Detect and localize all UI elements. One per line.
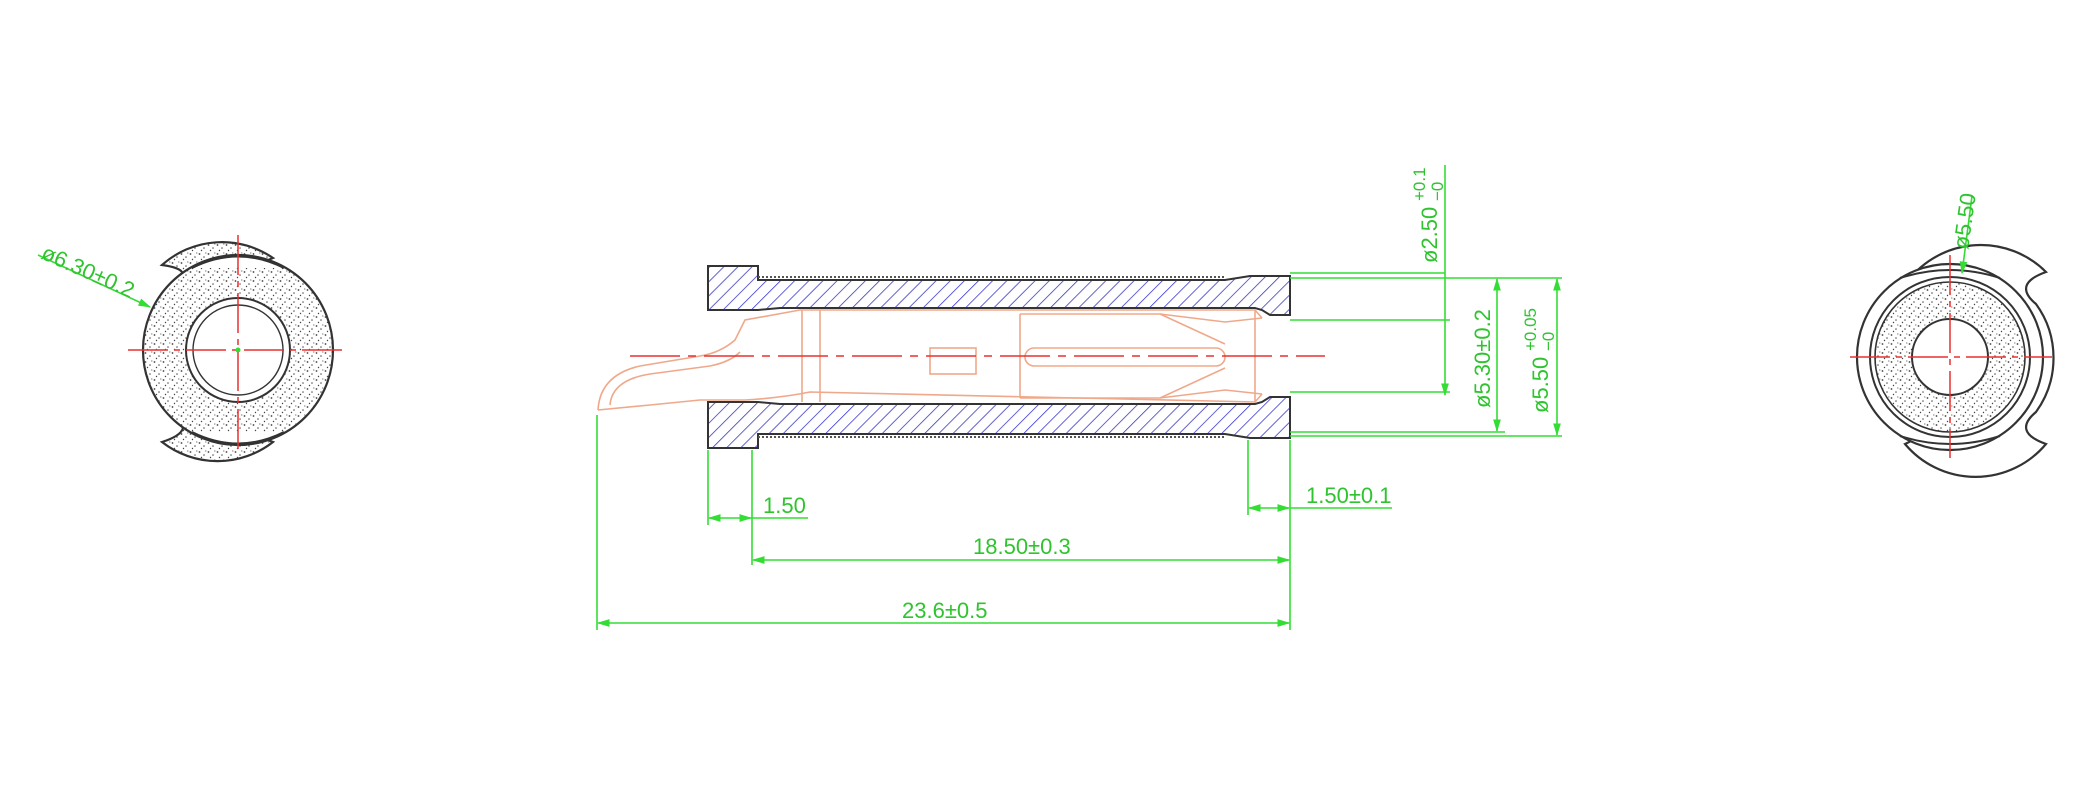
dim-text-overall: 23.6±0.5 bbox=[902, 598, 987, 623]
contact-spring-finger-top bbox=[1020, 313, 1263, 323]
dim-text-inner-diameter: ø5.30±0.2 bbox=[1470, 309, 1495, 408]
contact-tail-inner bbox=[609, 351, 741, 406]
inner-contact bbox=[597, 309, 1263, 411]
contact-taper-top bbox=[1159, 313, 1226, 345]
dimensions: 1.50 1.50±0.1 18.50±0.3 23.6±0.5 ø2.50 +… bbox=[596, 165, 1562, 630]
section-view bbox=[597, 265, 1325, 449]
dim-text-outer-diameter-tol-upper: +0.05 bbox=[1521, 308, 1540, 351]
dim-text-tip: 1.50±0.1 bbox=[1306, 483, 1391, 508]
sleeve-top-wall bbox=[707, 265, 1291, 316]
left-view-diameter-label: ø6.30±0.2 bbox=[38, 240, 139, 303]
dim-group-outer-diameter: ø5.50 +0.05 −0 bbox=[1521, 308, 1558, 413]
contact-taper-bottom bbox=[1159, 367, 1226, 399]
dim-text-body: 18.50±0.3 bbox=[973, 534, 1071, 559]
right-end-view: ø5.50 bbox=[1850, 191, 2055, 478]
contact-slot bbox=[1024, 347, 1226, 367]
left-end-view: ø6.30±0.2 bbox=[37, 235, 348, 463]
contact-tail bbox=[597, 309, 1263, 411]
dim-text-pin-hole-tol-upper: +0.1 bbox=[1410, 167, 1429, 201]
dim-text-flange: 1.50 bbox=[763, 493, 806, 518]
dim-text-outer-diameter: ø5.50 bbox=[1528, 357, 1553, 413]
left-view-diameter-leader bbox=[37, 254, 152, 308]
sleeve-bottom-wall bbox=[707, 396, 1291, 449]
dim-text-outer-diameter-tol-lower: −0 bbox=[1539, 332, 1558, 351]
dim-text-pin-hole-tol-lower: −0 bbox=[1428, 182, 1447, 201]
contact-spring-finger-bottom bbox=[1020, 389, 1263, 399]
contact-tail-lower bbox=[597, 391, 1263, 411]
right-view-diameter-label: ø5.50 bbox=[1948, 191, 1981, 250]
dim-group-pin-hole: ø2.50 +0.1 −0 bbox=[1410, 167, 1447, 263]
contact-window bbox=[929, 347, 977, 375]
right-view-diameter-leader bbox=[1959, 195, 1973, 275]
left-view-center-point bbox=[235, 347, 241, 353]
dim-text-pin-hole: ø2.50 bbox=[1417, 207, 1442, 263]
